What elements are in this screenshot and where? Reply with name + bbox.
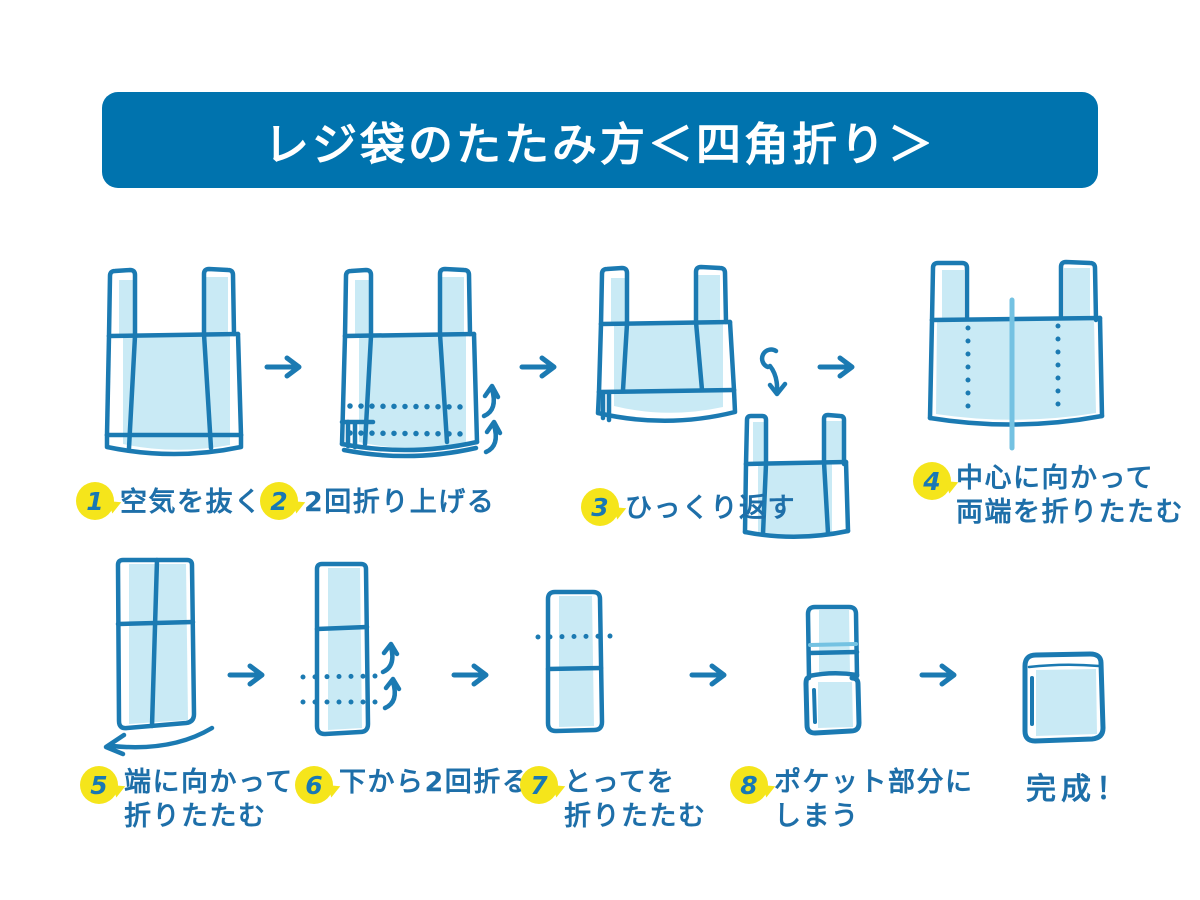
step-number: 5 — [90, 770, 108, 800]
bag-step3-folded-illustration — [595, 264, 738, 423]
step-number: 7 — [530, 770, 548, 800]
pocket-outline — [803, 675, 862, 736]
step-label-4: 中心に向かって 両端を折りたたむ — [956, 463, 1184, 528]
bag-step2-illustration — [339, 266, 503, 459]
step-badge-8: 8 — [730, 766, 768, 804]
arrow-right-icon — [227, 663, 265, 687]
step-label-5: 端に向かって 折りたたむ — [124, 767, 294, 832]
step-badge-5: 5 — [80, 766, 118, 804]
step-label-3: ひっくり返す — [625, 493, 796, 524]
arrow-right-icon — [817, 355, 855, 379]
bag-step5-illustration — [115, 557, 197, 731]
bag-step7-illustration — [535, 589, 617, 734]
handle-fold-line — [808, 642, 858, 647]
step-badge-1: 1 — [76, 482, 114, 520]
step-badge-2: 2 — [260, 482, 298, 520]
step-badge-3: 3 — [581, 488, 619, 526]
step-label-1: 空気を抜く — [120, 487, 263, 518]
step-badge-6: 6 — [295, 766, 333, 804]
step-number: 6 — [305, 770, 323, 800]
arrow-right-icon — [519, 355, 557, 379]
complete-label: 完成！ — [1026, 772, 1131, 807]
bag-step1-illustration — [104, 266, 244, 457]
arrow-right-icon — [919, 663, 957, 687]
arrow-right-icon — [264, 355, 302, 379]
sweep-left-arrow-icon — [103, 725, 215, 757]
bag-step3-flipped-illustration — [742, 412, 851, 540]
arrow-right-icon — [451, 663, 489, 687]
step-number: 3 — [591, 492, 609, 522]
fold-up-arrow-icon — [481, 383, 503, 455]
step-number: 2 — [270, 486, 288, 516]
step-number: 8 — [740, 770, 758, 800]
bag-final-illustration — [1022, 651, 1106, 744]
step-label-7: とってを 折りたたむ — [564, 767, 707, 832]
arrow-right-icon — [689, 663, 727, 687]
step-label-2: 2回折り上げる — [304, 487, 496, 518]
step-label-8: ポケット部分に しまう — [774, 767, 974, 832]
step-number: 1 — [86, 486, 104, 516]
bag-step4-illustration — [927, 259, 1105, 451]
step-badge-7: 7 — [520, 766, 558, 804]
step-number: 4 — [923, 466, 941, 496]
bag-step8-illustration — [803, 604, 862, 736]
step-label-6: 下から2回折る — [339, 767, 531, 798]
bag-step6-illustration — [300, 561, 402, 737]
title-banner: レジ袋のたたみ方＜四角折り＞ — [102, 92, 1098, 188]
fold-up-arrow-icon — [380, 641, 402, 711]
flip-arrow-icon — [759, 347, 788, 397]
step-badge-4: 4 — [913, 462, 951, 500]
page-title: レジ袋のたたみ方＜四角折り＞ — [263, 117, 936, 171]
